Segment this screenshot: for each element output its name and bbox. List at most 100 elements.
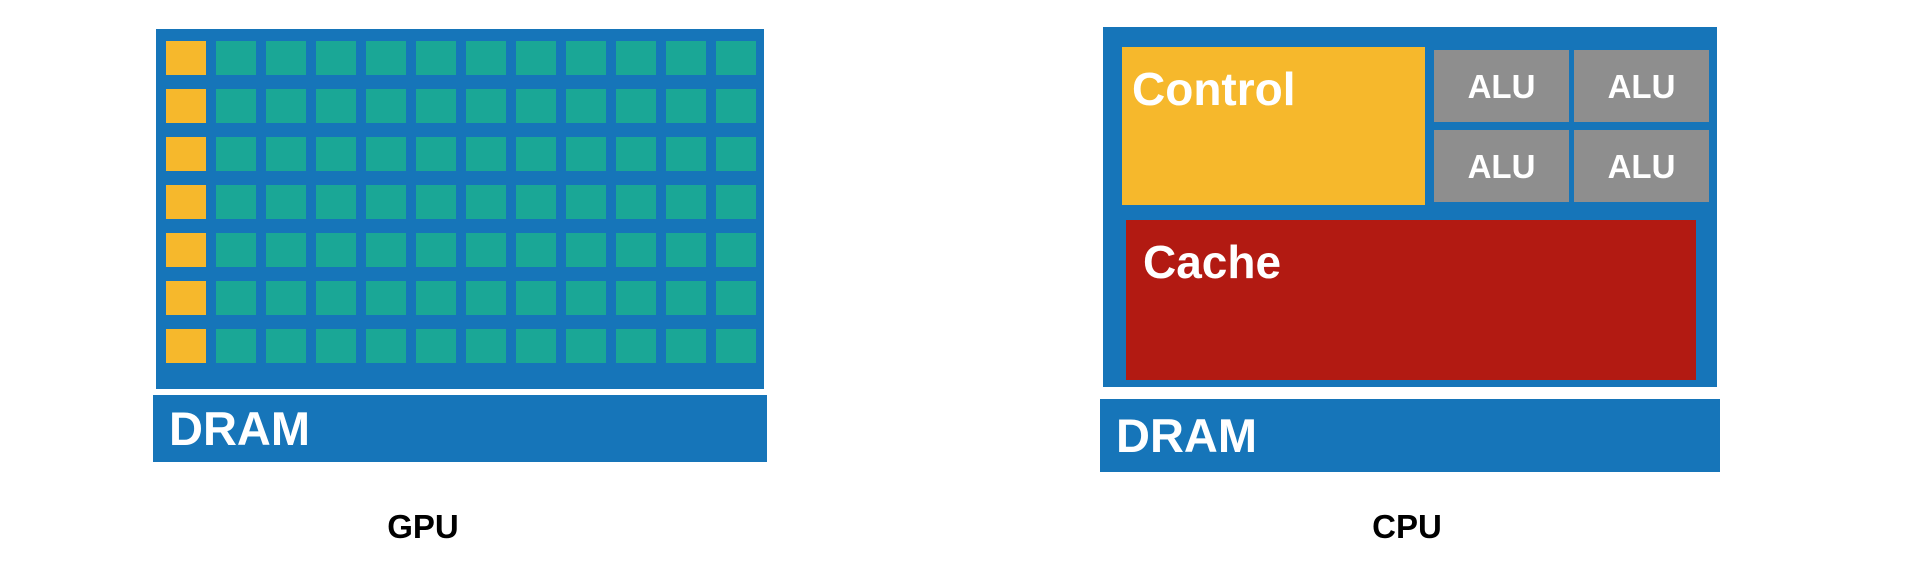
gpu-alu-cell xyxy=(516,233,556,267)
gpu-alu-cell xyxy=(366,89,406,123)
gpu-alu-cell xyxy=(266,329,306,363)
gpu-alu-cell xyxy=(466,329,506,363)
gpu-alu-cell xyxy=(216,329,256,363)
gpu-alu-cell xyxy=(366,329,406,363)
gpu-alu-cell xyxy=(316,281,356,315)
gpu-alu-cell xyxy=(716,89,756,123)
gpu-alu-cell xyxy=(216,281,256,315)
cpu-dram-block: DRAM xyxy=(1100,399,1720,472)
cpu-alu-label: ALU xyxy=(1467,147,1536,185)
gpu-alu-cell xyxy=(716,41,756,75)
cpu-alu-label: ALU xyxy=(1467,67,1536,105)
gpu-core-block xyxy=(156,29,764,389)
gpu-alu-cell xyxy=(716,281,756,315)
gpu-alu-cell xyxy=(416,233,456,267)
gpu-alu-cell xyxy=(566,233,606,267)
gpu-alu-cell xyxy=(566,41,606,75)
gpu-alu-cell xyxy=(316,89,356,123)
gpu-alu-cell xyxy=(316,41,356,75)
gpu-alu-cell xyxy=(716,233,756,267)
cpu-control-block: Control xyxy=(1122,47,1425,205)
gpu-alu-cell xyxy=(366,41,406,75)
gpu-alu-cell xyxy=(566,137,606,171)
gpu-alu-cell xyxy=(666,185,706,219)
gpu-alu-cell xyxy=(466,233,506,267)
gpu-alu-cell xyxy=(566,89,606,123)
gpu-alu-cell xyxy=(366,281,406,315)
gpu-alu-cell xyxy=(416,185,456,219)
gpu-alu-cell xyxy=(516,185,556,219)
gpu-alu-cell xyxy=(516,281,556,315)
gpu-alu-cell xyxy=(216,41,256,75)
gpu-alu-cell xyxy=(416,329,456,363)
gpu-alu-cell xyxy=(716,137,756,171)
cpu-alu-block: ALU xyxy=(1434,50,1569,122)
gpu-alu-cell xyxy=(216,185,256,219)
gpu-alu-cell xyxy=(266,185,306,219)
gpu-alu-cell xyxy=(666,329,706,363)
gpu-control-cell xyxy=(166,41,206,75)
gpu-control-cell xyxy=(166,329,206,363)
gpu-alu-cell xyxy=(316,233,356,267)
gpu-alu-cell xyxy=(216,233,256,267)
gpu-alu-cell xyxy=(316,329,356,363)
gpu-alu-cell xyxy=(266,281,306,315)
gpu-alu-cell xyxy=(716,185,756,219)
gpu-alu-cell xyxy=(616,329,656,363)
gpu-control-cell xyxy=(166,137,206,171)
gpu-alu-cell xyxy=(566,281,606,315)
gpu-alu-cell xyxy=(416,281,456,315)
gpu-alu-cell xyxy=(616,137,656,171)
cpu-core-block: Control ALU ALU ALU ALU Cache xyxy=(1103,27,1717,387)
gpu-control-cell xyxy=(166,233,206,267)
gpu-alu-cell xyxy=(366,185,406,219)
cpu-cache-label: Cache xyxy=(1143,236,1282,288)
gpu-alu-cell xyxy=(466,281,506,315)
cpu-dram-label: DRAM xyxy=(1116,409,1257,462)
gpu-alu-cell xyxy=(416,41,456,75)
gpu-alu-cell xyxy=(366,137,406,171)
gpu-alu-cell xyxy=(416,137,456,171)
gpu-alu-cell xyxy=(516,329,556,363)
gpu-alu-cell xyxy=(466,41,506,75)
cpu-alu-block: ALU xyxy=(1574,50,1709,122)
gpu-control-cell xyxy=(166,185,206,219)
gpu-alu-cell xyxy=(616,185,656,219)
cpu-alu-label: ALU xyxy=(1607,147,1676,185)
gpu-alu-cell xyxy=(666,89,706,123)
gpu-alu-cell xyxy=(316,185,356,219)
gpu-dram-label: DRAM xyxy=(169,402,310,455)
gpu-alu-cell xyxy=(666,281,706,315)
gpu-core-grid xyxy=(156,29,764,389)
gpu-caption: GPU xyxy=(387,508,459,545)
gpu-alu-cell xyxy=(416,89,456,123)
gpu-alu-cell xyxy=(466,89,506,123)
gpu-alu-cell xyxy=(666,233,706,267)
gpu-alu-cell xyxy=(566,185,606,219)
gpu-alu-cell xyxy=(616,41,656,75)
gpu-alu-cell xyxy=(666,41,706,75)
gpu-alu-cell xyxy=(266,89,306,123)
gpu-alu-cell xyxy=(266,137,306,171)
gpu-alu-cell xyxy=(266,41,306,75)
gpu-alu-cell xyxy=(666,137,706,171)
gpu-alu-cell xyxy=(316,137,356,171)
gpu-alu-cell xyxy=(466,137,506,171)
cpu-cache-block: Cache xyxy=(1126,220,1696,380)
gpu-alu-cell xyxy=(616,281,656,315)
gpu-alu-cell xyxy=(516,41,556,75)
gpu-alu-cell xyxy=(216,89,256,123)
cpu-control-label: Control xyxy=(1132,63,1296,115)
gpu-alu-cell xyxy=(266,233,306,267)
gpu-alu-cell xyxy=(616,89,656,123)
gpu-alu-cell xyxy=(516,137,556,171)
gpu-dram-block: DRAM xyxy=(153,395,767,462)
gpu-alu-cell xyxy=(616,233,656,267)
cpu-caption: CPU xyxy=(1372,508,1442,545)
gpu-alu-cell xyxy=(516,89,556,123)
cpu-alu-block: ALU xyxy=(1434,130,1569,202)
gpu-alu-cell xyxy=(566,329,606,363)
gpu-alu-cell xyxy=(716,329,756,363)
cpu-alu-block: ALU xyxy=(1574,130,1709,202)
